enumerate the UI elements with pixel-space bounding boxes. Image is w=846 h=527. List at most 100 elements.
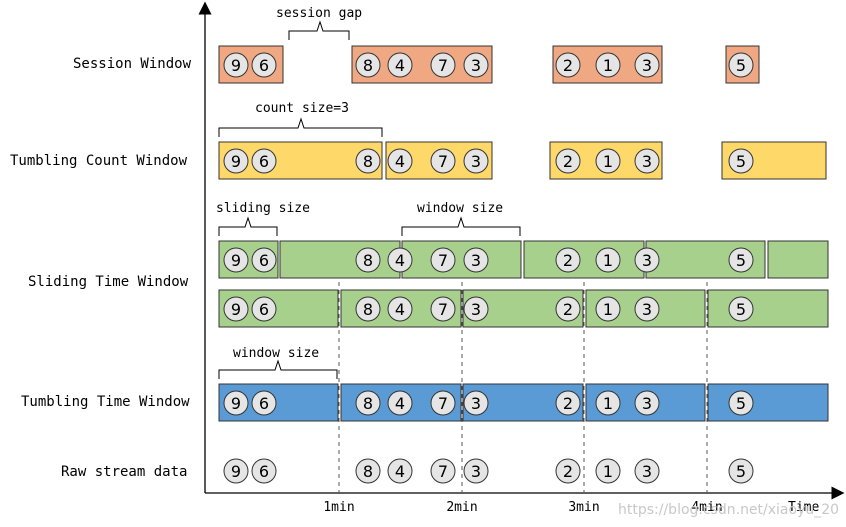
sliding-window-2 — [279, 240, 401, 279]
event-value-raw-4: 4 — [395, 462, 405, 481]
event-value-session-6: 3 — [471, 56, 481, 75]
event-circle-tumbling-5 — [430, 390, 456, 416]
event-circle-tumbling-10 — [728, 390, 754, 416]
tick-1min: 1min — [323, 500, 354, 515]
event-circle-count-6 — [463, 148, 489, 174]
event-circle-raw-2 — [251, 458, 277, 484]
event-circle-slidingA-9 — [634, 247, 660, 273]
event-value-tumbling-3: 8 — [363, 394, 373, 413]
event-circle-tumbling-9 — [634, 390, 660, 416]
event-circle-raw-8 — [595, 458, 621, 484]
watermark: https://blog.csdn.net/xiaoyu_20 — [618, 502, 839, 518]
braces — [218, 20, 521, 379]
event-value-slidingA-10: 5 — [736, 251, 746, 270]
event-value-count-10: 5 — [736, 152, 746, 171]
label-session-gap: session gap — [276, 6, 362, 21]
event-value-slidingB-9: 3 — [642, 300, 652, 319]
event-value-slidingA-3: 8 — [363, 251, 373, 270]
tumbling-window-5 — [707, 383, 829, 422]
label-count-size: count size=3 — [255, 101, 349, 116]
event-value-raw-10: 5 — [736, 462, 746, 481]
event-value-session-9: 3 — [642, 56, 652, 75]
event-value-tumbling-4: 4 — [395, 394, 405, 413]
sliding-windows-upper — [218, 240, 829, 279]
event-circle-slidingB-9 — [634, 296, 660, 322]
event-value-slidingA-7: 2 — [563, 251, 573, 270]
event-circle-count-1 — [223, 148, 249, 174]
brace-sliding-size — [218, 216, 278, 236]
event-circle-slidingB-1 — [223, 296, 249, 322]
event-value-count-5: 7 — [438, 152, 448, 171]
brace-session-gap — [288, 20, 350, 40]
event-circle-count-5 — [430, 148, 456, 174]
event-value-slidingB-4: 4 — [395, 300, 405, 319]
event-circle-slidingA-8 — [595, 247, 621, 273]
event-circle-session-8 — [595, 52, 621, 78]
label-sliding-size: sliding size — [216, 201, 310, 216]
event-value-raw-5: 7 — [438, 462, 448, 481]
event-circle-slidingA-2 — [251, 247, 277, 273]
event-circle-tumbling-1 — [223, 390, 249, 416]
event-value-slidingB-5: 7 — [438, 300, 448, 319]
event-value-slidingA-2: 6 — [259, 251, 269, 270]
event-circle-slidingB-6 — [463, 296, 489, 322]
event-circle-slidingB-8 — [595, 296, 621, 322]
event-value-slidingB-8: 1 — [603, 300, 613, 319]
event-circle-slidingB-3 — [355, 296, 381, 322]
event-circle-count-8 — [595, 148, 621, 174]
label-window-size-tumbling: window size — [233, 346, 319, 361]
event-value-tumbling-6: 3 — [471, 394, 481, 413]
row-label-sliding: Sliding Time Window — [28, 274, 189, 290]
event-value-slidingA-9: 3 — [642, 251, 652, 270]
event-value-count-4: 4 — [395, 152, 405, 171]
event-circle-slidingA-1 — [223, 247, 249, 273]
event-circle-raw-1 — [223, 458, 249, 484]
event-circle-count-7 — [555, 148, 581, 174]
sliding-window-4 — [523, 240, 645, 279]
tick-3min: 3min — [568, 500, 599, 515]
event-value-count-8: 1 — [603, 152, 613, 171]
event-value-session-5: 7 — [438, 56, 448, 75]
brace-window-size-tumbling — [218, 359, 338, 379]
event-value-raw-8: 1 — [603, 462, 613, 481]
event-circle-raw-10 — [728, 458, 754, 484]
event-circle-raw-6 — [463, 458, 489, 484]
event-circle-count-3 — [355, 148, 381, 174]
axis-time-label: Time — [788, 500, 819, 515]
event-circle-raw-3 — [355, 458, 381, 484]
event-value-raw-9: 3 — [642, 462, 652, 481]
event-value-tumbling-8: 1 — [603, 394, 613, 413]
event-value-slidingB-7: 2 — [563, 300, 573, 319]
event-circle-session-6 — [463, 52, 489, 78]
session-windows — [218, 45, 760, 84]
event-circle-slidingB-7 — [555, 296, 581, 322]
event-circle-session-7 — [555, 52, 581, 78]
row-label-count: Tumbling Count Window — [10, 153, 188, 169]
event-value-slidingB-3: 8 — [363, 300, 373, 319]
event-circle-session-9 — [634, 52, 660, 78]
event-value-tumbling-1: 9 — [231, 394, 241, 413]
event-value-raw-2: 6 — [259, 462, 269, 481]
event-circle-raw-5 — [430, 458, 456, 484]
event-circle-count-2 — [251, 148, 277, 174]
event-circle-slidingA-7 — [555, 247, 581, 273]
event-value-raw-3: 8 — [363, 462, 373, 481]
event-circle-session-2 — [251, 52, 277, 78]
event-circle-slidingB-2 — [251, 296, 277, 322]
event-value-session-8: 1 — [603, 56, 613, 75]
event-circle-session-4 — [387, 52, 413, 78]
sliding-window-6 — [767, 240, 829, 279]
event-circle-count-4 — [387, 148, 413, 174]
event-value-slidingB-1: 9 — [231, 300, 241, 319]
sliding-window-11 — [707, 289, 829, 328]
event-value-slidingA-4: 4 — [395, 251, 405, 270]
event-value-slidingB-6: 3 — [471, 300, 481, 319]
minute-guides — [338, 282, 708, 493]
brace-window-size-sliding — [401, 216, 521, 236]
event-circle-slidingA-4 — [387, 247, 413, 273]
event-circle-session-1 — [223, 52, 249, 78]
event-circle-count-10 — [728, 148, 754, 174]
tick-2min: 2min — [446, 500, 477, 515]
